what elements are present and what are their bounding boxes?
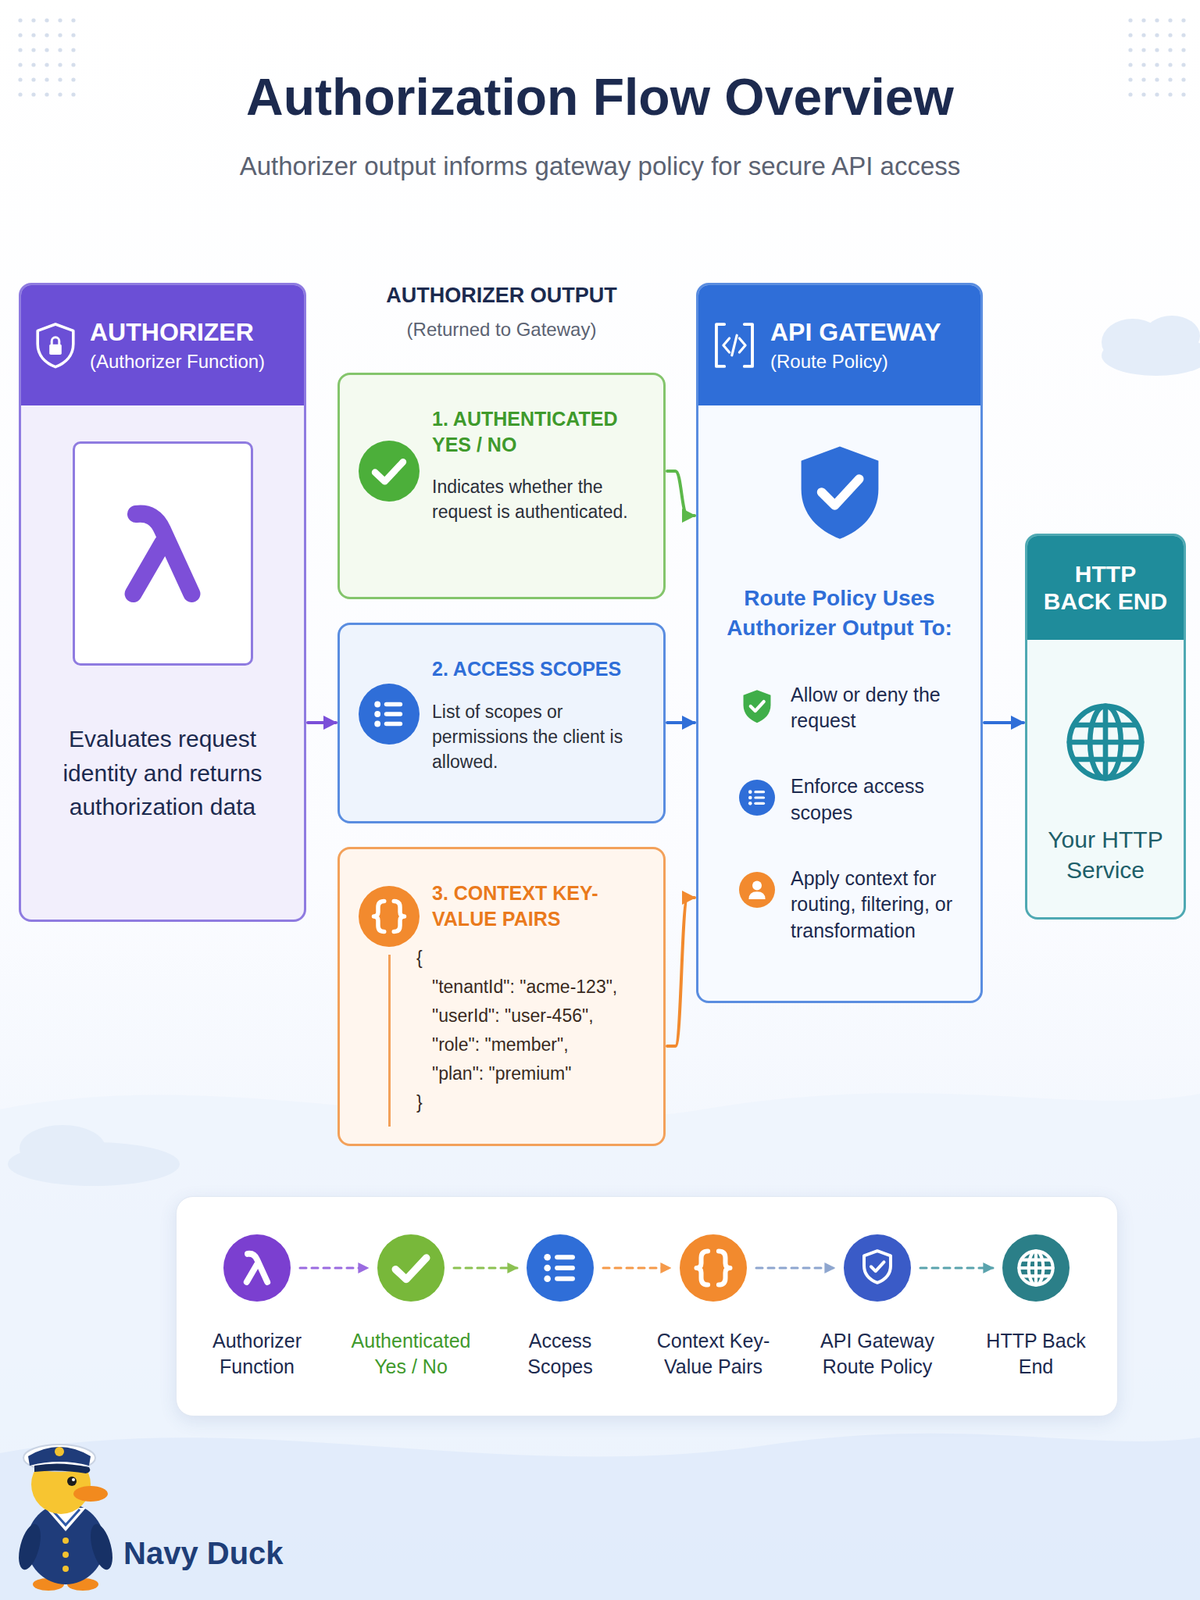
shield-icon — [789, 441, 891, 543]
flow-arrow — [984, 721, 1024, 725]
column-heading: AUTHORIZER OUTPUT — [337, 283, 666, 308]
code-line: "plan": "premium" — [432, 1059, 656, 1089]
person-circle-icon — [739, 871, 775, 908]
lambda-circle-icon — [223, 1234, 291, 1302]
step-label: Access Scopes — [505, 1328, 615, 1379]
duck-mascot — [10, 1406, 121, 1594]
list-circle-icon — [739, 779, 775, 816]
authorizer-panel: AUTHORIZER (Authorizer Function) Evaluates… — [18, 282, 307, 922]
code-line: { — [416, 943, 656, 973]
code-icon — [709, 320, 760, 371]
policy-text: Apply context for routing, filtering, or… — [790, 865, 962, 945]
check-circle-icon — [358, 440, 420, 502]
step-circle: Authorizer Function — [223, 1234, 291, 1302]
gateway-panel: API GATEWAY (Route Policy) Route Policy Us… — [696, 282, 983, 1004]
flow-arrow — [307, 721, 336, 725]
panel-title: API GATEWAY — [770, 317, 942, 347]
output-card: 2. ACCESS SCOPES List of scopes or permis… — [337, 622, 666, 824]
globe-circle-icon — [1002, 1234, 1070, 1302]
list-circle-icon — [358, 683, 420, 745]
card-description: Indicates whether the request is authent… — [432, 474, 656, 525]
output-card: 3. CONTEXT KEY-VALUE PAIRS {"tenantId": "… — [337, 846, 666, 1147]
card-description: List of scopes or permissions the client… — [432, 699, 656, 775]
step-arrow — [603, 1267, 671, 1270]
shield-lock-icon — [32, 321, 79, 369]
lambda-tile — [72, 441, 254, 666]
column-subheading: (Returned to Gateway) — [337, 318, 666, 341]
summary-strip — [175, 1196, 1118, 1417]
shield-circle-icon — [843, 1234, 911, 1302]
description: Evaluates request identity and returns a… — [35, 721, 290, 825]
check-circle-icon — [377, 1234, 445, 1302]
service-name: Your HTTP Service — [1041, 824, 1170, 886]
code-rule — [388, 954, 391, 1127]
policy-item: Allow or deny the request — [712, 682, 967, 736]
policy-heading: Route Policy Uses Authorizer Output To: — [712, 583, 967, 643]
panel-subtitle: (Route Policy) — [770, 350, 942, 373]
backend-panel: HTTP BACK END Your HTTP Service — [1025, 533, 1186, 920]
policy-item: Enforce access scopes — [712, 773, 967, 827]
panel-header: AUTHORIZER (Authorizer Function) — [21, 285, 304, 406]
step-label: HTTP Back End — [977, 1328, 1095, 1379]
lambda-icon — [96, 487, 229, 621]
step-arrow — [920, 1267, 993, 1270]
step-circle: Context Key-Value Pairs — [679, 1234, 747, 1302]
step-arrow — [300, 1267, 368, 1270]
shield-icon — [739, 688, 775, 725]
step-label: Authorizer Function — [180, 1328, 334, 1379]
code-line: "tenantId": "acme-123", — [432, 972, 656, 1002]
braces-circle-icon — [679, 1234, 747, 1302]
card-title: 1. AUTHENTICATED YES / NO — [432, 406, 656, 458]
step-label: Context Key-Value Pairs — [636, 1328, 790, 1379]
globe-icon — [1062, 699, 1149, 786]
step-circle: API Gateway Route Policy — [843, 1234, 911, 1302]
subtitle: Authorizer output informs gateway policy… — [0, 151, 1200, 182]
diagram-title: Authorization Flow Overview — [0, 67, 1200, 127]
step-circle: Access Scopes — [526, 1234, 594, 1302]
code-line: } — [416, 1088, 656, 1118]
panel-title: AUTHORIZER — [89, 317, 265, 347]
step-circle: HTTP Back End — [1002, 1234, 1070, 1302]
brand-name: Navy Duck — [123, 1535, 374, 1572]
flow-arrow — [667, 721, 695, 725]
policy-text: Allow or deny the request — [790, 682, 962, 736]
flow-arrow — [667, 471, 695, 516]
card-title: 2. ACCESS SCOPES — [432, 656, 656, 683]
step-label: Authenticated Yes / No — [334, 1328, 488, 1379]
step-label: API Gateway Route Policy — [800, 1328, 954, 1379]
braces-circle-icon — [358, 885, 420, 947]
panel-header: HTTP BACK END — [1027, 535, 1184, 640]
panel-header: API GATEWAY (Route Policy) — [698, 285, 981, 406]
policy-text: Enforce access scopes — [790, 773, 962, 827]
step-arrow — [756, 1267, 835, 1270]
panel-title: HTTP BACK END — [1040, 560, 1171, 615]
step-circle: Authenticated Yes / No — [377, 1234, 445, 1302]
list-circle-icon — [526, 1234, 594, 1302]
flow-arrow — [667, 897, 695, 1047]
policy-item: Apply context for routing, filtering, or… — [712, 865, 967, 945]
step-arrow — [453, 1267, 518, 1270]
card-title: 3. CONTEXT KEY-VALUE PAIRS — [432, 880, 656, 932]
output-card: 1. AUTHENTICATED YES / NO Indicates wheth… — [337, 372, 666, 600]
panel-subtitle: (Authorizer Function) — [89, 350, 265, 373]
code-line: "userId": "user-456", — [432, 1001, 656, 1031]
code-line: "role": "member", — [432, 1030, 656, 1060]
